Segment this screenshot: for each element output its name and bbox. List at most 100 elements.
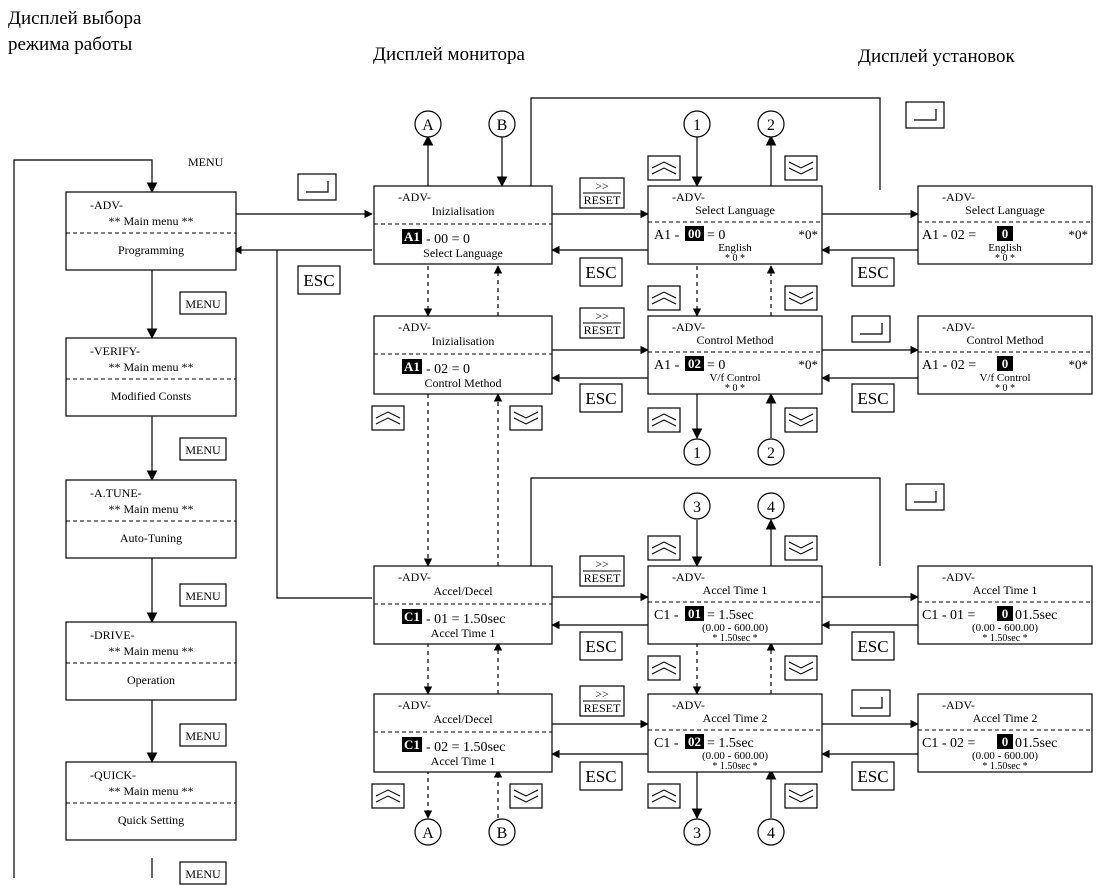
menu-key-label: MENU — [185, 589, 221, 603]
monitor-screen-param: - 01 = 1.50sec — [426, 612, 505, 627]
esc-key-label: ESC — [585, 637, 616, 656]
chevron-down-icon — [513, 411, 539, 419]
monitor-screen-code-highlight — [402, 609, 422, 624]
chevron-up-icon — [651, 667, 677, 675]
param-screen-default: * 1.50sec * — [712, 761, 757, 772]
chevron-up-icon — [651, 297, 677, 305]
monitor-screen-code: C1 — [404, 609, 420, 624]
menu-loop-label: MENU — [188, 155, 224, 169]
enter-key-glyph — [860, 323, 883, 335]
reset-key: >>RESET — [579, 685, 625, 717]
enter-key-frame — [905, 101, 945, 129]
esc-key: ESC — [851, 383, 895, 413]
mode-screen-frame — [65, 621, 237, 701]
enter-key-icon — [905, 483, 945, 511]
connector-circle — [683, 110, 711, 138]
menu-key-frame — [179, 723, 227, 747]
setting-screen-title: -ADV- — [942, 698, 975, 712]
connector-label: 4 — [767, 499, 775, 516]
esc-key-label: ESC — [585, 263, 616, 282]
setting-screen-prefix: C1 - 02 = — [922, 736, 976, 751]
chevron-down-icon — [788, 291, 814, 299]
connector-n1: 1 — [683, 438, 711, 466]
setting-screen-title: -ADV- — [942, 570, 975, 584]
down-key-icon — [509, 783, 543, 809]
param-screen-code: 02 — [688, 356, 701, 371]
connector-label: 3 — [693, 499, 701, 516]
enter-key-icon — [851, 689, 891, 717]
chevron-up-icon — [651, 291, 677, 299]
connector-label: 4 — [767, 825, 775, 842]
param-screen-frame — [647, 693, 823, 773]
esc-key-frame — [579, 383, 623, 413]
setting-screen-default: * 0 * — [995, 253, 1015, 264]
monitor-screen-frame — [373, 565, 553, 645]
connector-circle — [757, 818, 785, 846]
reset-key-label: RESET — [584, 701, 621, 715]
esc-key-frame — [579, 631, 623, 661]
esc-key-frame — [579, 761, 623, 791]
connector-circle — [414, 818, 442, 846]
reset-key: >>RESET — [579, 307, 625, 339]
setting-screen-suffix: 01.5sec — [1015, 736, 1057, 751]
mode-screen-title: -A.TUNE- — [90, 486, 142, 500]
mode-screen-header: ** Main menu ** — [109, 214, 194, 228]
param-screen-code: 02 — [688, 734, 701, 749]
monitor-screen-frame — [373, 185, 553, 265]
mode-screen-frame — [65, 191, 237, 271]
param-screen-title: -ADV- — [672, 320, 705, 334]
reset-key-shift-label: >> — [595, 557, 609, 571]
mode-screen-item: Modified Consts — [111, 389, 192, 403]
menu-key: MENU — [179, 583, 227, 607]
reset-key: >>RESET — [579, 555, 625, 587]
esc-key-label: ESC — [857, 637, 888, 656]
setting-screen-value: 0 — [1002, 734, 1009, 749]
connector-n4: 4 — [757, 492, 785, 520]
enter-key-glyph — [306, 181, 329, 193]
esc-key-label: ESC — [857, 263, 888, 282]
setting-screen-value-highlight — [997, 606, 1013, 621]
chevron-down-icon — [788, 297, 814, 305]
monitor-screen-name: Select Language — [423, 246, 503, 260]
param-screen-code-highlight — [685, 606, 704, 621]
setting-screen-frame — [917, 315, 1093, 395]
mode-screen-frame — [65, 761, 237, 841]
connector-label: B — [497, 825, 508, 842]
connector-circle — [488, 818, 516, 846]
mode-display-header-line2: режима работы — [8, 34, 133, 55]
menu-key-frame — [179, 583, 227, 607]
setting-screen-value-highlight — [997, 734, 1013, 749]
connector-n1: 1 — [683, 110, 711, 138]
setting-screen-value: 0 — [1002, 356, 1009, 371]
mode-screen-item: Quick Setting — [118, 813, 184, 827]
reset-key-shift-label: >> — [595, 309, 609, 323]
param-screen-detail: V/f Control — [709, 372, 760, 384]
connector-label: A — [422, 117, 434, 134]
mode-screen-quick: -QUICK-** Main menu **Quick Setting — [65, 761, 237, 841]
esc-key-frame — [579, 257, 623, 287]
setting-screen-prefix: A1 - 02 = — [922, 358, 976, 373]
connector-label: 1 — [693, 445, 701, 462]
connector-circle — [757, 492, 785, 520]
enter-key-glyph — [914, 109, 937, 121]
setting-screen-frame — [917, 693, 1093, 773]
esc-key-frame — [297, 265, 341, 295]
connector-label: 1 — [693, 117, 701, 134]
esc-key: ESC — [579, 761, 623, 791]
chevron-up-icon — [651, 547, 677, 555]
up-key-icon — [647, 783, 681, 809]
esc-key: ESC — [579, 383, 623, 413]
setting-screen-name: Select Language — [965, 203, 1045, 217]
param-screen-code-highlight — [685, 226, 704, 241]
setting-screen-value: 0 — [1002, 226, 1009, 241]
enter-key-frame — [851, 315, 891, 343]
monitor-screen-group: Inizialisation — [432, 334, 495, 348]
up-key-icon — [371, 405, 405, 431]
chevron-down-icon — [788, 419, 814, 427]
connector-n3: 3 — [683, 492, 711, 520]
enter-key-frame — [851, 689, 891, 717]
